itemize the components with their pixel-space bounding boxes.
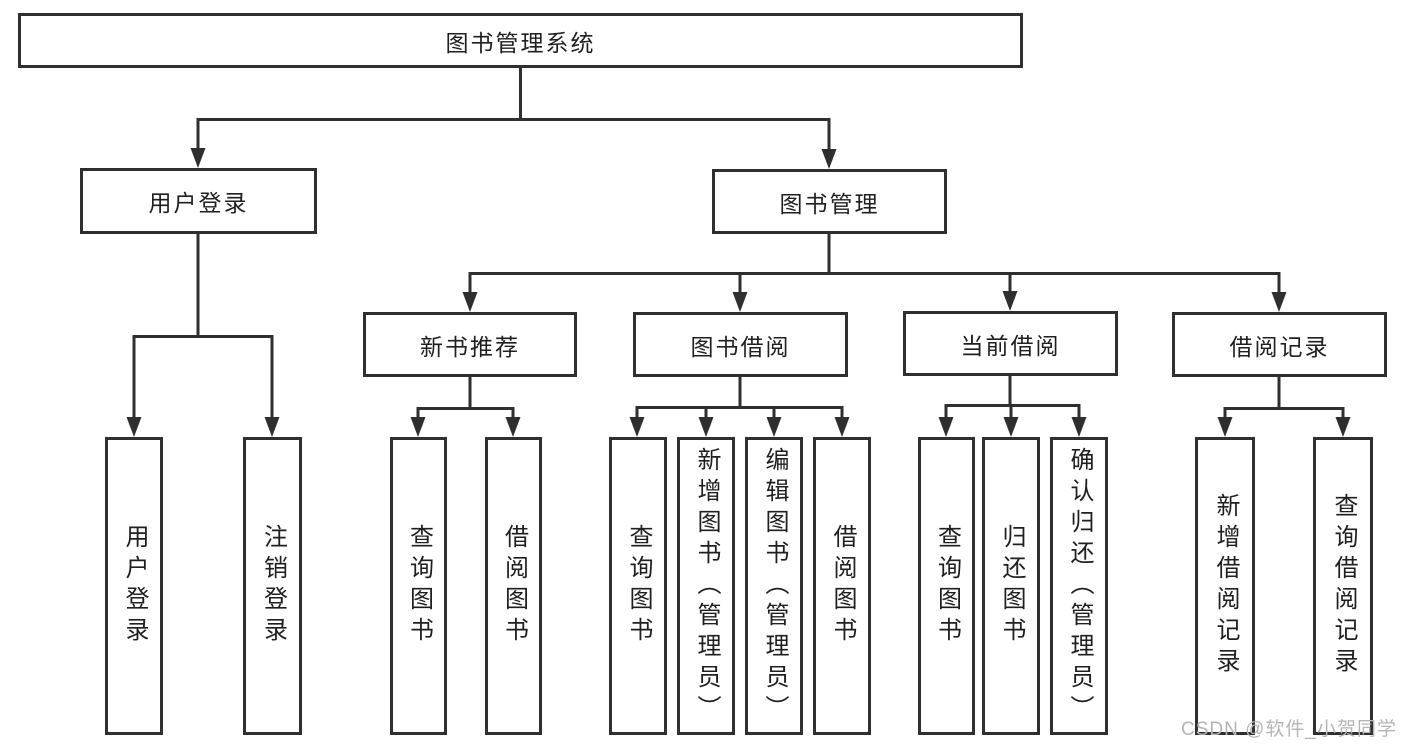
leaf-label: 确认归还（管理员） (1066, 446, 1093, 726)
arrowheads (126, 148, 1351, 437)
connector-current-borrow (944, 376, 1081, 420)
leaf-label: 用户登录 (121, 524, 148, 648)
connector-new-book-recommend (416, 377, 515, 420)
leaf-label: 查询借阅记录 (1330, 493, 1357, 679)
arrow-down-icon (462, 292, 478, 312)
watermark: CSDN @软件_小贺同学 (1181, 719, 1397, 740)
leaf-query-borrow-record: 查询借阅记录 (1313, 437, 1373, 735)
arrow-down-icon (629, 417, 645, 437)
arrow-down-icon (698, 417, 714, 437)
leaf-label: 归还图书 (998, 524, 1025, 648)
leaf-confirm-return-admin: 确认归还（管理员） (1050, 437, 1108, 735)
leaf-add-borrow-record: 新增借阅记录 (1195, 437, 1255, 735)
arrow-down-icon (766, 417, 782, 437)
leaf-edit-book-admin: 编辑图书（管理员） (745, 437, 803, 735)
leaf-add-book-admin: 新增图书（管理员） (677, 437, 735, 735)
connector-root (196, 68, 831, 151)
arrow-down-icon (1002, 291, 1018, 311)
leaf-label: 编辑图书（管理员） (761, 446, 788, 726)
arrow-down-icon (1335, 417, 1351, 437)
arrow-down-icon (1003, 417, 1019, 437)
connector-user-login (132, 234, 274, 420)
arrow-down-icon (1071, 417, 1087, 437)
arrow-down-icon (410, 417, 426, 437)
leaf-query-book-recommend: 查询图书 (390, 437, 447, 735)
leaf-query-book-borrow: 查询图书 (609, 437, 667, 735)
leaf-query-book-current: 查询图书 (918, 437, 975, 735)
node-current-borrow: 当前借阅 (903, 311, 1118, 376)
node-new-book-recommend: 新书推荐 (363, 312, 577, 377)
leaf-return-book: 归还图书 (982, 437, 1040, 735)
node-borrow-records: 借阅记录 (1172, 312, 1387, 377)
leaf-label: 借阅图书 (829, 524, 856, 648)
arrow-down-icon (264, 417, 280, 437)
leaf-logout: 注销登录 (243, 437, 302, 735)
arrow-down-icon (821, 149, 837, 169)
leaf-label: 新增图书（管理员） (693, 446, 720, 726)
connector-book-management (468, 234, 1281, 294)
arrow-down-icon (126, 417, 142, 437)
leaf-borrow-book: 借阅图书 (813, 437, 871, 735)
arrow-down-icon (1217, 417, 1233, 437)
leaf-label: 新增借阅记录 (1212, 493, 1239, 679)
arrow-down-icon (938, 417, 954, 437)
arrow-down-icon (190, 148, 206, 168)
leaf-user-login: 用户登录 (105, 437, 163, 735)
leaf-label: 注销登录 (259, 524, 287, 648)
connector-book-borrow (635, 377, 844, 420)
leaf-label: 查询图书 (933, 524, 961, 648)
arrow-down-icon (505, 417, 521, 437)
leaf-label: 查询图书 (405, 524, 433, 648)
leaf-borrow-book-recommend: 借阅图书 (485, 437, 542, 735)
node-user-login: 用户登录 (80, 168, 317, 234)
connector-borrow-records (1223, 377, 1345, 420)
arrow-down-icon (732, 292, 748, 312)
arrow-down-icon (1271, 292, 1287, 312)
arrow-down-icon (834, 417, 850, 437)
leaf-label: 借阅图书 (500, 524, 528, 648)
node-book-borrow: 图书借阅 (633, 312, 848, 377)
node-root: 图书管理系统 (18, 13, 1023, 68)
leaf-label: 查询图书 (625, 524, 652, 648)
node-book-management: 图书管理 (712, 169, 947, 234)
